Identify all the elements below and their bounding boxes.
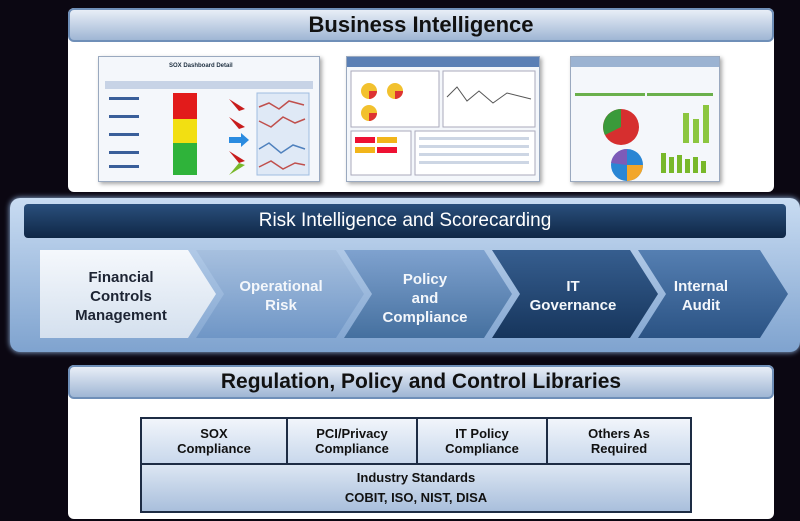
chevron-policy-compliance xyxy=(344,250,512,338)
gauges-dashboard-thumbnail xyxy=(346,56,540,182)
industry-standards-list: COBIT, ISO, NIST, DISA xyxy=(344,490,488,505)
chevron-process-graphic xyxy=(40,250,788,338)
industry-standards-cell: Industry Standards COBIT, ISO, NIST, DIS… xyxy=(142,463,690,511)
chevron-label-policy-compliance: Policy and Compliance xyxy=(382,270,468,326)
chevron-label-it-governance: IT Governance xyxy=(529,278,617,314)
business-intelligence-panel: Business Intelligence SOX Dashboard Deta… xyxy=(68,8,774,192)
charts-dashboard-thumbnail xyxy=(570,56,720,182)
charts-dashboard-graphic xyxy=(571,57,719,181)
thumbnail-title: SOX Dashboard Detail xyxy=(169,63,233,69)
chevron-financial-controls xyxy=(40,250,216,338)
chevron-label-operational-risk: Operational Risk xyxy=(239,278,323,314)
control-libraries-title: Regulation, Policy and Control Libraries xyxy=(68,365,774,399)
control-libraries-panel: Regulation, Policy and Control Libraries… xyxy=(68,365,774,519)
chevron-operational-risk xyxy=(196,250,364,338)
chevron-label-internal-audit: Internal Audit xyxy=(673,278,729,314)
dashboard-table-graphic xyxy=(105,81,313,176)
sox-dashboard-thumbnail: SOX Dashboard Detail xyxy=(98,56,320,182)
chevron-label-financial-controls: Financial Controls Management xyxy=(75,268,167,324)
risk-intelligence-band: Risk Intelligence and Scorecarding Finan… xyxy=(10,198,800,352)
risk-intelligence-title: Risk Intelligence and Scorecarding xyxy=(24,204,786,238)
business-intelligence-title: Business Intelligence xyxy=(68,8,774,42)
gauges-dashboard-graphic xyxy=(347,57,539,176)
chevron-it-governance xyxy=(492,250,658,338)
chevron-internal-audit xyxy=(638,250,788,338)
industry-standards-title: Industry Standards xyxy=(356,470,476,485)
